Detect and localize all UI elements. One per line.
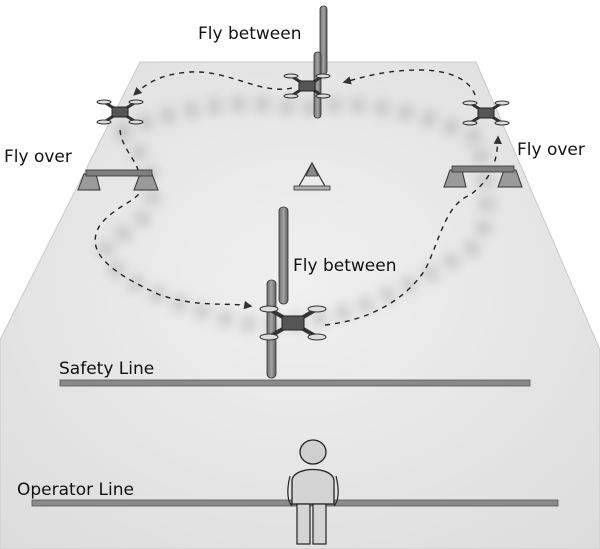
drone-icon-right <box>462 100 510 126</box>
cone-icon <box>293 161 331 191</box>
poles-center <box>266 206 289 379</box>
label-fly-between-top: Fly between <box>198 24 302 44</box>
label-fly-between-center: Fly between <box>293 256 397 276</box>
drone-icon-top <box>283 73 331 99</box>
hurdle-left <box>77 169 159 191</box>
hurdle-right <box>443 165 523 188</box>
label-fly-over-right: Fly over <box>517 140 585 160</box>
operator-figure <box>287 439 339 545</box>
label-fly-over-left: Fly over <box>4 147 72 167</box>
label-safety-line: Safety Line <box>59 359 155 379</box>
label-operator-line: Operator Line <box>17 480 134 500</box>
drone-icon-left <box>96 99 144 125</box>
safety-line <box>59 379 531 387</box>
drone-icon-center <box>259 305 327 341</box>
